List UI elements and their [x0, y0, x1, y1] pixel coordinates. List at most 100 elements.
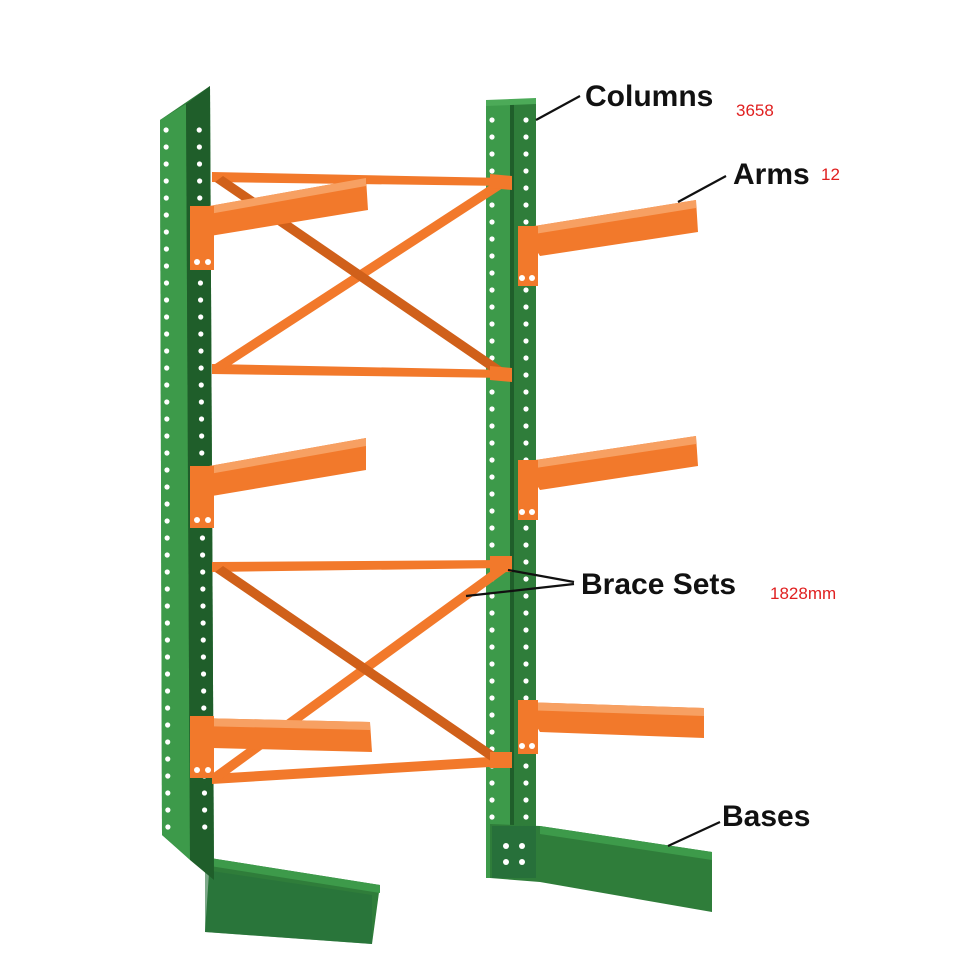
label-brace-sets: Brace Sets 1828mm: [581, 568, 836, 603]
column-hole: [164, 569, 170, 575]
label-columns: Columns 3658: [585, 80, 774, 120]
upper-brace-set: [212, 172, 512, 382]
column-hole: [489, 644, 495, 650]
brace-sets-dimension: 1828mm: [770, 584, 836, 603]
column-hole: [489, 712, 495, 718]
column-hole: [164, 348, 170, 354]
column-hole: [164, 467, 170, 473]
column-hole: [165, 739, 171, 745]
column-hole: [489, 610, 495, 616]
column-hole: [196, 144, 202, 150]
column-hole: [523, 678, 529, 684]
column-hole: [199, 552, 206, 558]
column-hole: [523, 814, 529, 820]
column-hole: [489, 474, 495, 480]
column-hole: [523, 338, 529, 344]
column-hole: [200, 603, 206, 609]
column-hole: [523, 610, 529, 616]
column-hole: [198, 331, 204, 337]
column-hole: [489, 134, 495, 140]
column-hole: [523, 406, 529, 412]
column-hole: [523, 576, 529, 582]
column-hole: [523, 440, 529, 446]
column-hole: [201, 790, 208, 796]
column-hole: [163, 246, 169, 252]
brace-sets-leader-upper: [507, 568, 575, 584]
column-hole: [164, 586, 170, 592]
column-hole: [523, 627, 529, 633]
column-hole: [489, 593, 495, 599]
column-hole: [163, 212, 169, 218]
column-hole: [489, 695, 495, 701]
column-hole: [164, 637, 171, 643]
column-hole: [163, 127, 169, 133]
column-hole: [489, 457, 495, 463]
column-hole: [523, 117, 529, 123]
column-hole: [200, 569, 206, 575]
column-hole: [196, 127, 202, 133]
column-hole: [523, 304, 529, 310]
column-hole: [163, 229, 169, 235]
column-hole: [200, 620, 206, 626]
label-bases: Bases: [722, 800, 810, 833]
column-hole: [489, 661, 495, 667]
column-hole: [201, 705, 207, 711]
column-hole: [523, 202, 529, 208]
column-hole: [201, 688, 207, 694]
leader-lines: [465, 95, 727, 847]
column-hole: [489, 525, 495, 531]
column-hole: [200, 586, 206, 592]
column-hole: [489, 542, 495, 548]
column-hole: [523, 372, 529, 378]
column-hole: [489, 304, 495, 310]
column-hole: [163, 195, 169, 201]
column-hole: [523, 168, 529, 174]
column-hole: [165, 824, 171, 830]
column-hole: [489, 270, 495, 276]
column-hole: [198, 382, 204, 388]
column-hole: [163, 314, 170, 320]
column-hole: [200, 654, 206, 660]
left-arm-top: [190, 178, 368, 270]
column-hole: [523, 219, 529, 225]
arms-label: Arms: [733, 158, 810, 191]
left-arm-middle: [190, 438, 366, 528]
column-hole: [197, 297, 204, 303]
column-hole: [163, 280, 170, 286]
column-hole: [489, 423, 495, 429]
column-hole: [198, 399, 204, 405]
column-hole: [164, 535, 170, 541]
column-hole: [523, 593, 529, 599]
column-hole: [163, 297, 170, 303]
column-hole: [164, 501, 170, 507]
column-hole: [164, 331, 170, 337]
column-hole: [198, 365, 204, 371]
column-hole: [198, 348, 204, 354]
column-hole: [197, 178, 203, 184]
column-hole: [523, 525, 529, 531]
arms-leader: [677, 175, 727, 203]
columns-leader: [535, 95, 581, 121]
column-hole: [523, 287, 529, 293]
column-hole: [489, 236, 495, 242]
column-hole: [164, 671, 171, 677]
column-hole: [164, 552, 170, 558]
column-hole: [489, 287, 495, 293]
column-hole: [489, 814, 495, 820]
column-hole: [165, 790, 171, 796]
column-hole: [489, 355, 495, 361]
column-hole: [198, 314, 204, 320]
column-hole: [523, 321, 529, 327]
column-hole: [197, 280, 204, 286]
column-hole: [489, 780, 495, 786]
column-hole: [523, 185, 529, 191]
column-hole: [523, 695, 529, 701]
left-base: [205, 858, 380, 944]
column-hole: [523, 644, 529, 650]
column-hole: [523, 797, 529, 803]
brace-sets-label: Brace Sets: [581, 568, 736, 601]
column-hole: [198, 416, 205, 422]
right-arm-bottom: [518, 700, 704, 754]
column-hole: [523, 661, 529, 667]
